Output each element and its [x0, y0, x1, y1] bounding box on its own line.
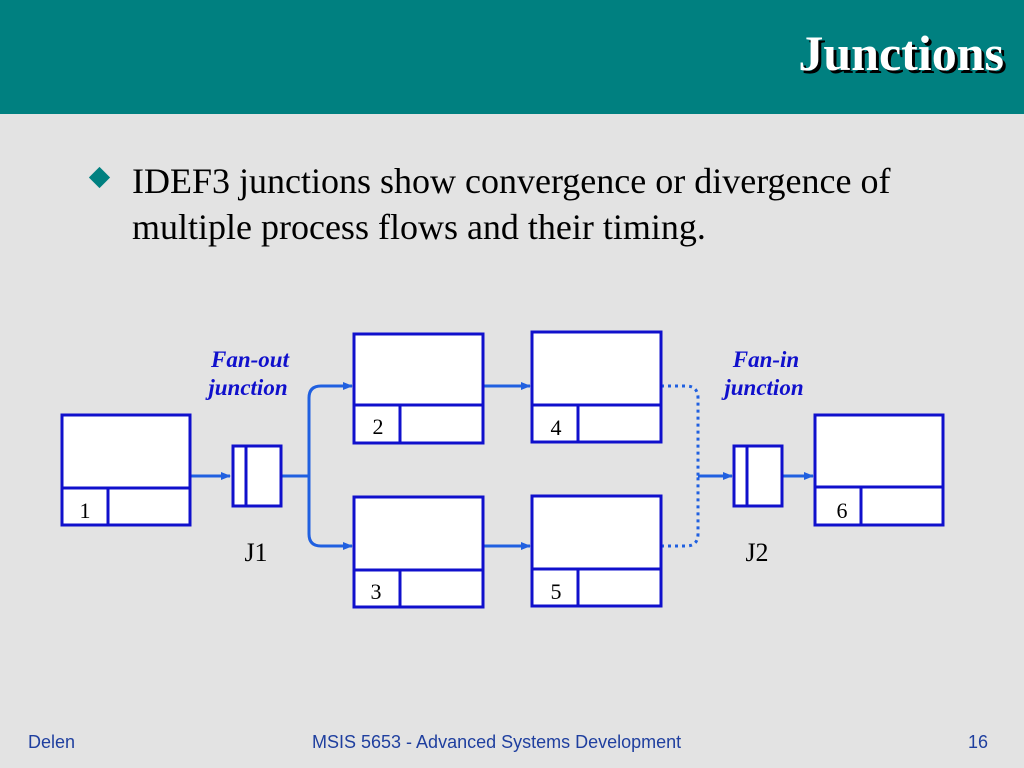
junction-j2 — [732, 444, 784, 508]
box-number-3: 3 — [371, 579, 382, 604]
box-number-1: 1 — [80, 498, 91, 523]
uob-box-3 — [352, 495, 485, 609]
fan-out-label-line2: junction — [204, 375, 287, 400]
box-number-5: 5 — [551, 579, 562, 604]
footer-page-number: 16 — [967, 732, 988, 752]
uob-box-2 — [352, 332, 485, 445]
junction-j1 — [231, 444, 283, 508]
fan-out-label-line1: Fan-out — [210, 347, 290, 372]
box-number-6: 6 — [837, 498, 848, 523]
flow-j1-to-3 — [307, 476, 353, 550]
footer-course: MSIS 5653 - Advanced Systems Development — [312, 732, 682, 752]
uob-box-5 — [530, 494, 663, 608]
uob-box-1 — [60, 413, 192, 527]
flow-5-to-j2 — [661, 476, 700, 548]
junction-label-j1: J1 — [244, 538, 267, 567]
footer-author: Delen — [28, 732, 76, 752]
uob-box-6 — [813, 413, 945, 527]
flow-j1-to-2 — [282, 382, 353, 478]
title-bar: Junctions — [0, 0, 1024, 114]
fan-in-label-line2: junction — [720, 375, 803, 400]
fan-in-label-line1: Fan-in — [732, 347, 799, 372]
uob-box-4 — [530, 330, 663, 444]
bullet-text: IDEF3 junctions show convergence or dive… — [132, 161, 891, 247]
junction-label-j2: J2 — [745, 538, 768, 567]
box-number-4: 4 — [551, 415, 562, 440]
box-number-2: 2 — [373, 414, 384, 439]
slide-title: Junctions — [798, 25, 1004, 81]
flow-4-to-j2 — [661, 384, 700, 476]
